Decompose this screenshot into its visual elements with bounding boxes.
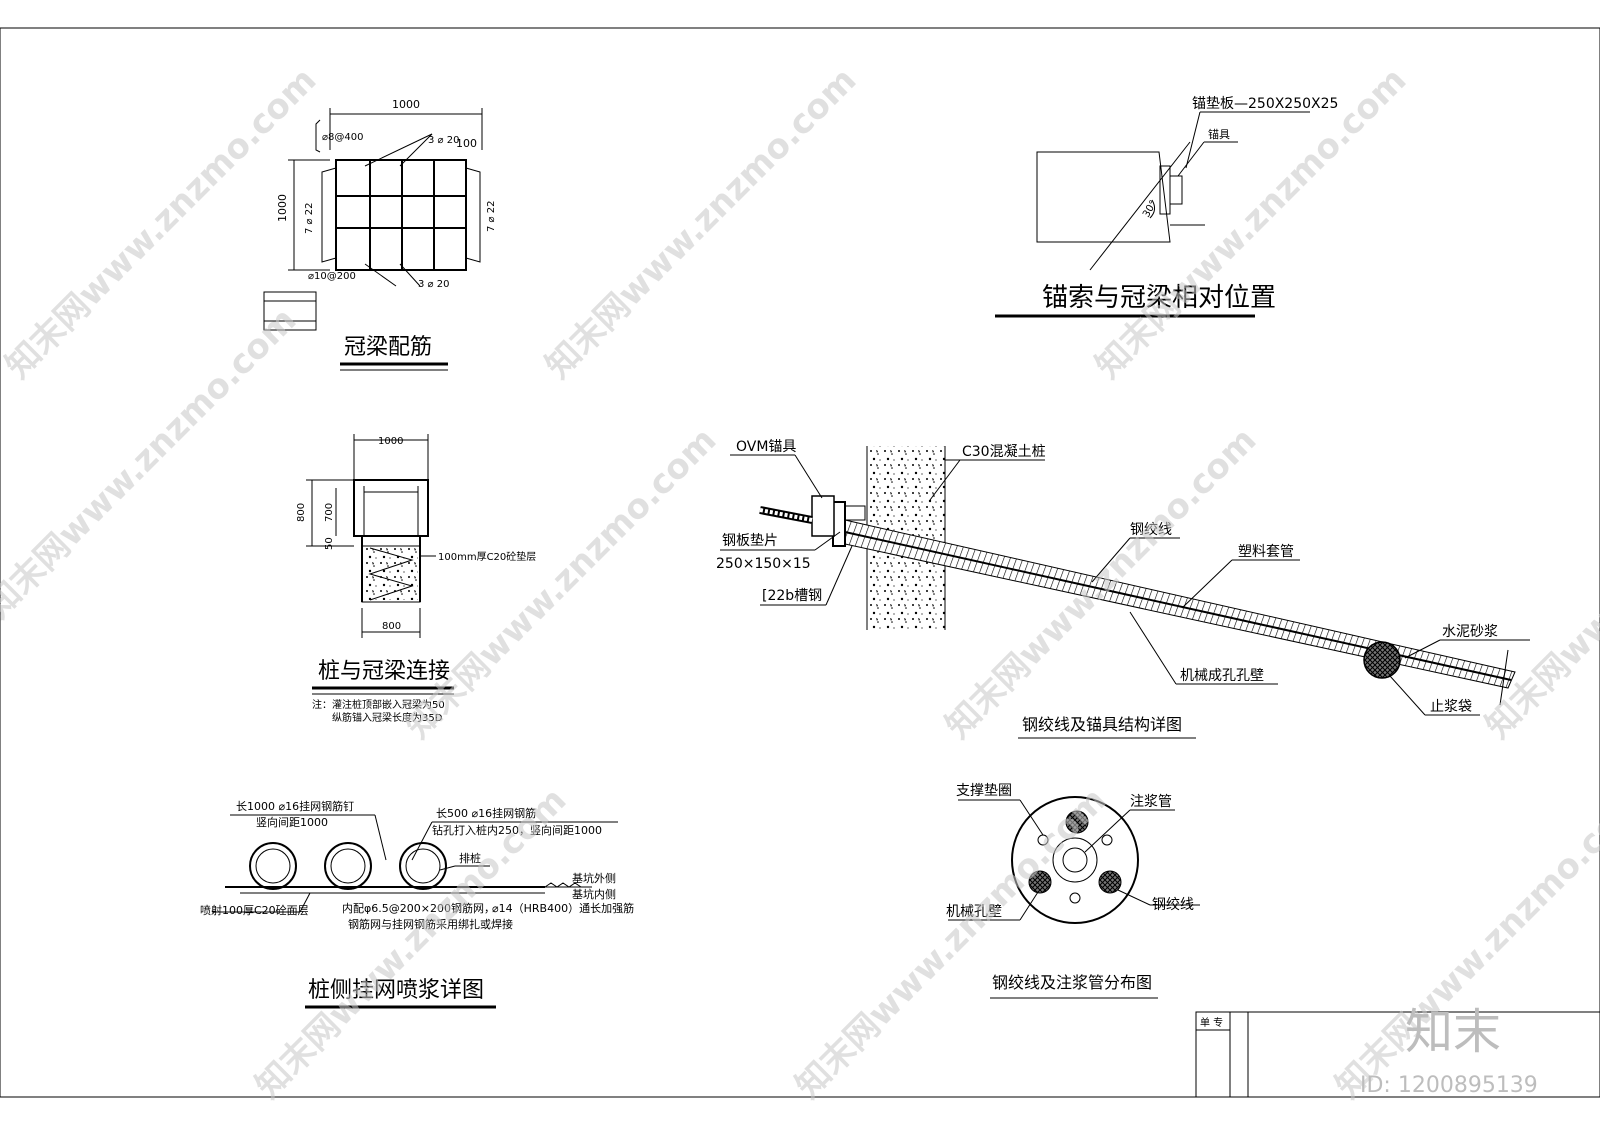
pile-dim-50: 50 (324, 537, 335, 550)
pile-note-2: 纵筋锚入冠梁长度为35D (332, 711, 443, 724)
watermark-5: 知末网www.znzmo.com (398, 420, 724, 746)
watermark-9: 知末网www.znzmo.com (788, 780, 1114, 1106)
watermark-logo: 知末 (1405, 1004, 1501, 1060)
mesh-bar-label: 长500 ⌀16挂网钢筋 (436, 806, 536, 820)
pile-cushion-label: 100mm厚C20砼垫层 (438, 550, 536, 563)
beam-cover: 100 (456, 137, 477, 150)
mesh-inner-mesh: 内配φ6.5@200×200钢筋网， (342, 901, 495, 915)
beam-stirrup-top: ⌀8@400 (322, 132, 363, 143)
strand-hole-wall-label: 机械成孔孔壁 (1180, 668, 1264, 684)
mesh-nail-spacing: 竖向间距1000 (256, 815, 328, 829)
mesh-spray-label: 喷射100厚C20砼面层 (200, 903, 309, 917)
strand-plate-label: 钢板垫片 (722, 533, 778, 549)
beam-bar-top: 3 ⌀ 20 (428, 135, 459, 146)
pile-dim-800: 800 (296, 503, 307, 522)
mesh-nail-label: 长1000 ⌀16挂网钢筋钉 (236, 799, 354, 813)
mesh-tie-note: 钢筋网与挂网钢筋采用绑扎或焊接 (348, 917, 513, 931)
mesh-inside-label: 基坑内侧 (572, 887, 616, 901)
mesh-detail-title: 桩侧挂网喷浆详图 (308, 978, 484, 1003)
watermark-7: 知末网www.znzmo.com (1478, 420, 1600, 746)
anchor-position-detail: 30° 锚垫板—250X250X25 锚具 锚索与冠梁相对位置 (995, 96, 1338, 318)
strand-channel-label: [22b槽钢 (762, 588, 822, 604)
beam-bar-left: 7 ⌀ 22 (304, 203, 315, 234)
mesh-reinforce: ⌀14（HRB400）通长加强筋 (492, 901, 634, 915)
beam-dim-width: 1000 (392, 98, 420, 111)
watermark-6: 知末网www.znzmo.com (938, 420, 1264, 746)
pile-connection-title: 桩与冠梁连接 (318, 659, 450, 684)
beam-stirrup-bottom: ⌀10@200 (308, 271, 356, 282)
dist-ring-label: 支撑垫圈 (956, 783, 1012, 799)
beam-rebar-title: 冠梁配筋 (344, 335, 432, 360)
dist-strand-label: 钢绞线 (1152, 896, 1194, 913)
beam-dim-height: 1000 (276, 194, 289, 222)
beam-bar-right: 7 ⌀ 22 (486, 201, 497, 232)
strand-mortar-label: 水泥砂浆 (1442, 624, 1498, 640)
beam-rebar-detail: 1000 1000 ⌀8@400 3 ⌀ 20 100 7 ⌀ 22 7 ⌀ 2… (263, 98, 497, 371)
strand-plate-size: 250×150×15 (716, 556, 811, 572)
dist-grout-label: 注浆管 (1130, 794, 1172, 810)
strand-anchor-detail: OVM锚具 C30混凝土桩 钢板垫片 250×150×15 [22b槽钢 钢绞线… (716, 439, 1530, 739)
beam-bar-bottom: 3 ⌀ 20 (418, 279, 449, 290)
strand-ovm-label: OVM锚具 (736, 439, 796, 455)
strand-pile-label: C30混凝土桩 (962, 443, 1046, 460)
pile-dim-700: 700 (324, 503, 335, 522)
mesh-spray-detail: 长1000 ⌀16挂网钢筋钉 竖向间距1000 长500 ⌀16挂网钢筋 钻孔打… (200, 799, 634, 1009)
anchor-label: 锚具 (1208, 127, 1230, 141)
pile-connection-detail: 1000 800 700 50 100mm厚C20砼垫层 800 桩与冠梁连接 … (296, 434, 536, 724)
mesh-piles-label: 排桩 (459, 851, 481, 865)
sheet-border (0, 27, 1600, 1098)
title-block-label: 单 专 (1200, 1016, 1223, 1029)
strand-detail-title: 钢绞线及锚具结构详图 (1022, 715, 1182, 734)
pile-dim-top: 1000 (378, 436, 403, 447)
strand-strand-label: 钢绞线 (1130, 521, 1172, 538)
mesh-bar-note: 钻孔打入桩内250，竖向间距1000 (432, 823, 602, 837)
distribution-title: 钢绞线及注浆管分布图 (992, 973, 1152, 992)
anchor-plate-label: 锚垫板—250X250X25 (1192, 96, 1338, 112)
watermark-8: 知末网www.znzmo.com (248, 780, 574, 1106)
strand-stop-bag-label: 止浆袋 (1430, 699, 1472, 715)
watermarks: 知末网www.znzmo.com 知末网www.znzmo.com 知末网www… (0, 60, 1600, 1106)
distribution-detail: 支撑垫圈 注浆管 机械孔壁 钢绞线 钢绞线及注浆管分布图 (946, 783, 1200, 999)
dist-hole-label: 机械孔壁 (946, 904, 1002, 920)
watermark-id: ID: 1200895139 (1360, 1073, 1538, 1098)
title-block: 单 专 (1195, 1011, 1600, 1098)
strand-sleeve-label: 塑料套管 (1238, 544, 1294, 560)
mesh-outside-label: 基坑外侧 (572, 871, 616, 885)
pile-note-1: 注：灌注桩顶部嵌入冠梁为50 (312, 698, 445, 711)
anchor-position-title: 锚索与冠梁相对位置 (1042, 283, 1276, 313)
watermark-2: 知末网www.znzmo.com (538, 60, 864, 386)
pile-dim-bottom: 800 (382, 621, 401, 632)
